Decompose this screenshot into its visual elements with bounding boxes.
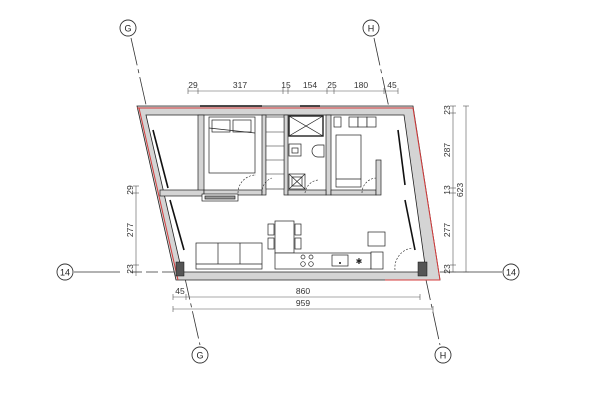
svg-text:959: 959: [296, 298, 310, 308]
grid-marker-h-top: H: [362, 19, 380, 37]
shower: [288, 115, 324, 137]
bottom-dimension-lines: [172, 294, 434, 312]
svg-text:860: 860: [296, 286, 310, 296]
left-dimension-lines: [133, 185, 139, 276]
grid-marker-g-bottom: G: [191, 346, 209, 364]
top-dimension-line: [187, 88, 399, 94]
svg-text:G: G: [124, 24, 131, 34]
grid-marker-14-right: 14: [502, 263, 520, 281]
grid-marker-14-left: 14: [56, 263, 74, 281]
kitchen-storage: [367, 231, 386, 270]
svg-text:623: 623: [455, 183, 465, 197]
dining-table: [267, 220, 302, 254]
bathroom-sink: [288, 143, 302, 157]
svg-text:G: G: [196, 351, 203, 361]
toilet: [311, 144, 325, 158]
svg-text:✱: ✱: [356, 257, 363, 266]
sofa: [195, 242, 263, 270]
svg-text:13: 13: [442, 185, 452, 195]
right-dimension-labels: 23 287 13 277 23 623: [442, 105, 465, 274]
svg-text:23: 23: [442, 105, 452, 115]
grid-marker-g-top: G: [119, 19, 137, 37]
svg-text:277: 277: [125, 223, 135, 237]
svg-text:14: 14: [60, 268, 70, 278]
svg-text:29: 29: [125, 185, 135, 195]
double-bed: [208, 116, 256, 174]
svg-text:23: 23: [125, 264, 135, 274]
svg-text:154: 154: [303, 80, 317, 90]
columns: [175, 261, 428, 277]
svg-text:45: 45: [387, 80, 397, 90]
svg-text:H: H: [368, 24, 375, 34]
washing-machine: [288, 173, 306, 190]
right-dimension-lines: [450, 105, 469, 273]
grid-marker-h-bottom: H: [434, 346, 452, 364]
svg-text:29: 29: [188, 80, 198, 90]
top-dimension-labels: 29 317 15 154 25 180 45: [188, 80, 397, 90]
svg-text:23: 23: [442, 264, 452, 274]
desk: [201, 193, 239, 202]
svg-text:180: 180: [354, 80, 368, 90]
svg-text:317: 317: [233, 80, 247, 90]
windows: [152, 105, 416, 251]
svg-text:277: 277: [442, 223, 452, 237]
svg-text:45: 45: [175, 286, 185, 296]
single-bed: [333, 116, 377, 188]
svg-text:H: H: [440, 351, 447, 361]
kitchen-counter: ✱: [274, 252, 372, 270]
svg-text:15: 15: [281, 80, 291, 90]
left-dimension-labels: 29 277 23: [125, 185, 135, 274]
bottom-dimension-labels: 45 860 959: [175, 286, 310, 308]
doors: [237, 174, 413, 271]
svg-text:25: 25: [327, 80, 337, 90]
wardrobe: [265, 116, 285, 190]
svg-text:287: 287: [442, 143, 452, 157]
svg-text:14: 14: [506, 268, 516, 278]
